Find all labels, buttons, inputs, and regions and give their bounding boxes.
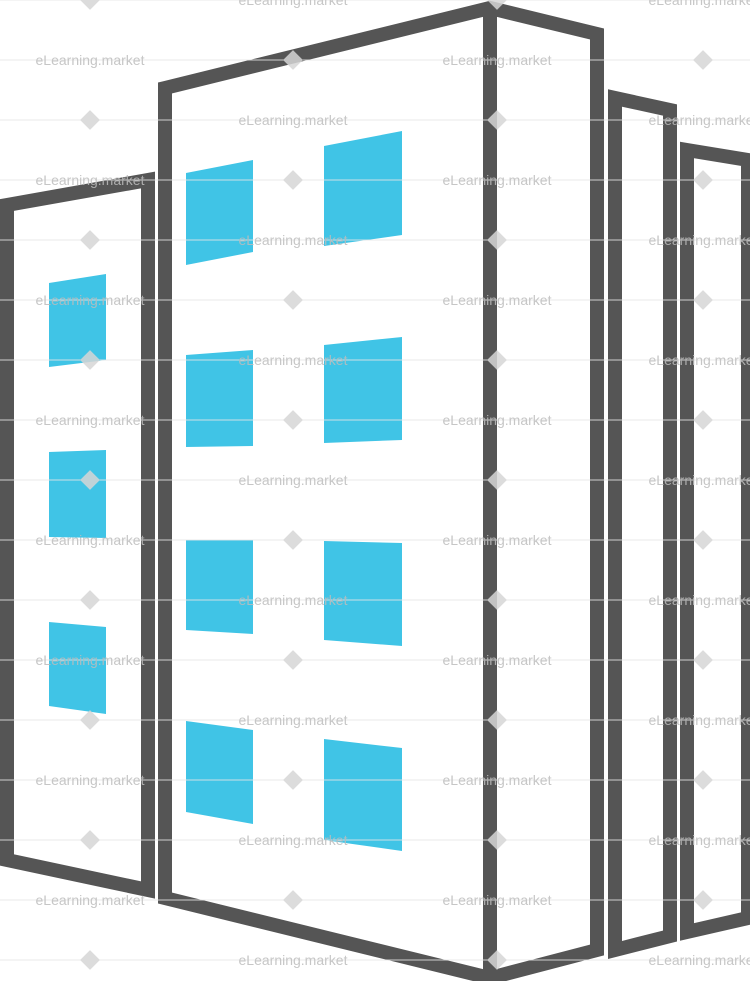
watermark-diamond [283, 50, 303, 70]
watermark-diamond [80, 110, 100, 130]
watermark-text: eLearning.market [239, 832, 348, 848]
watermark-diamond [487, 350, 507, 370]
watermark-diamond [80, 0, 100, 10]
building-far-right [608, 89, 750, 960]
window [49, 450, 106, 538]
watermark-diamond [487, 830, 507, 850]
window [186, 721, 253, 824]
watermark-text: eLearning.market [443, 172, 552, 188]
watermark-diamond [693, 410, 713, 430]
watermark-text: eLearning.market [443, 652, 552, 668]
watermark-text: eLearning.market [649, 592, 750, 608]
window [324, 131, 402, 246]
watermark-text: eLearning.market [443, 412, 552, 428]
watermark-diamond [80, 230, 100, 250]
watermark-text: eLearning.market [36, 172, 145, 188]
watermark-text: eLearning.market [36, 652, 145, 668]
watermark-diamond [283, 890, 303, 910]
watermark-diamond [693, 290, 713, 310]
window [324, 541, 402, 646]
watermark-diamond [693, 650, 713, 670]
watermark-text: eLearning.market [649, 832, 750, 848]
building-left [0, 171, 155, 899]
watermark-text: eLearning.market [239, 592, 348, 608]
watermark-text: eLearning.market [443, 772, 552, 788]
watermark-text: eLearning.market [649, 232, 750, 248]
window [324, 337, 402, 443]
watermark-text: eLearning.market [443, 532, 552, 548]
watermark-diamond [487, 590, 507, 610]
watermark-diamond [487, 710, 507, 730]
watermark-diamond [80, 950, 100, 970]
watermark-text: eLearning.market [239, 232, 348, 248]
watermark-text: eLearning.market [649, 952, 750, 968]
watermark-diamond [80, 350, 100, 370]
watermark-text: eLearning.market [239, 952, 348, 968]
watermark-text: eLearning.market [239, 712, 348, 728]
watermark-text: eLearning.market [443, 892, 552, 908]
watermark-diamond [487, 110, 507, 130]
watermark-diamond [693, 890, 713, 910]
building-center-windows [186, 131, 402, 851]
watermark-diamond [693, 50, 713, 70]
watermark-text: eLearning.market [649, 712, 750, 728]
watermark-text: eLearning.market [36, 52, 145, 68]
watermark-text: eLearning.market [649, 0, 750, 8]
watermark-text: eLearning.market [239, 352, 348, 368]
watermark-diamond [283, 530, 303, 550]
watermark-text: eLearning.market [36, 892, 145, 908]
watermark-diamond [487, 230, 507, 250]
watermark-diamond [80, 470, 100, 490]
watermark-text: eLearning.market [36, 292, 145, 308]
watermark-diamond [487, 0, 507, 10]
window [49, 622, 106, 714]
watermark-diamond [283, 770, 303, 790]
watermark-text: eLearning.market [443, 52, 552, 68]
watermark-text: eLearning.market [649, 112, 750, 128]
watermark-text: eLearning.market [239, 112, 348, 128]
window [49, 274, 106, 367]
watermark-diamond [283, 410, 303, 430]
watermark-diamond [487, 950, 507, 970]
watermark-text: eLearning.market [36, 412, 145, 428]
watermark-text: eLearning.market [36, 772, 145, 788]
building-left-windows [49, 274, 106, 714]
watermark-text: eLearning.market [649, 472, 750, 488]
window [186, 540, 253, 634]
watermark-text: eLearning.market [649, 352, 750, 368]
watermark-diamond [283, 170, 303, 190]
watermark-text: eLearning.market [239, 472, 348, 488]
window [186, 160, 253, 265]
watermark-text: eLearning.market [239, 0, 348, 8]
building-center [158, 0, 604, 981]
watermark-diamond [283, 290, 303, 310]
window [186, 350, 253, 447]
watermark-text: eLearning.market [36, 532, 145, 548]
watermark-text: eLearning.market [443, 292, 552, 308]
watermark-diamond [693, 770, 713, 790]
window [324, 739, 402, 851]
watermark-diamond [487, 470, 507, 490]
watermark-diamond [693, 530, 713, 550]
watermark-diamond [283, 650, 303, 670]
